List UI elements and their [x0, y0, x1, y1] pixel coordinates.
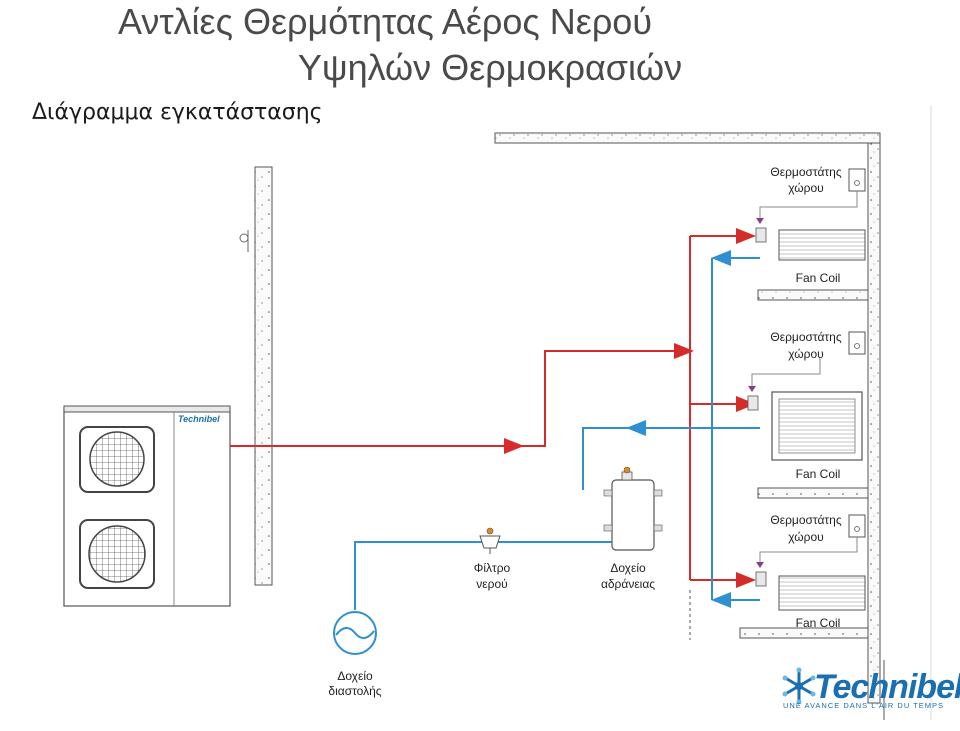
wall-bracket-icon: [239, 230, 249, 252]
expansion-vessel: [333, 611, 377, 655]
floor-slab-2: [757, 487, 869, 499]
room1-thermostat-label-2: χώρου: [788, 181, 823, 195]
room3-fan-coil-label: Fan Coil: [796, 616, 841, 630]
title-line-1: Αντλίες Θερμότητας Αέρος Νερού: [117, 1, 653, 42]
room2-thermostat-label-2: χώρου: [788, 347, 823, 361]
top-slab: [494, 132, 881, 144]
room3-thermostat-label-1: Θερμοστάτης: [770, 513, 841, 527]
filter-label-2: νερού: [476, 577, 507, 591]
floor-slab-3: [739, 627, 869, 639]
supply-pipes: [230, 228, 756, 588]
heat-pump-unit: Technibel: [63, 405, 231, 607]
fan-coil-unit-1: [778, 229, 866, 261]
thermostat-icon: [848, 331, 866, 355]
thermostat-icon: [848, 514, 866, 538]
subtitle: Διάγραμμα εγκατάστασης: [32, 100, 323, 125]
floor-slab-1: [757, 289, 869, 301]
room-3: Θερμοστάτης χώρου Fan Coil: [755, 513, 866, 630]
logo-tagline: UNE AVANCE DANS L'AIR DU TEMPS: [783, 701, 945, 710]
technibel-logo-icon: [782, 667, 816, 705]
title-line-2: Υψηλών Θερμοκρασιών: [297, 47, 683, 88]
buffer-label-1: Δοχείο: [610, 561, 646, 575]
room-2: Θερμοστάτης χώρου Fan Coil: [747, 330, 866, 481]
exterior-wall: [254, 166, 273, 586]
return-pipe-main: [354, 541, 612, 610]
fan-grille-top: [79, 426, 155, 493]
buffer-tank: [603, 466, 663, 551]
valve-icon: [756, 562, 764, 568]
room1-thermostat-label-1: Θερμοστάτης: [770, 165, 841, 179]
room1-fan-coil-label: Fan Coil: [796, 271, 841, 285]
filter-label-1: Φίλτρο: [474, 561, 511, 575]
heat-pump-brand: Technibel: [178, 414, 220, 424]
valve-icon: [748, 386, 756, 392]
valve-icon: [756, 218, 764, 224]
expansion-label-1: Δοχείο: [337, 669, 373, 683]
right-wall: [867, 142, 881, 704]
room-1: Θερμοστάτης χώρου Fan Coil: [755, 165, 866, 285]
buffer-label-2: αδράνειας: [601, 577, 655, 591]
room2-fan-coil-label: Fan Coil: [796, 467, 841, 481]
fan-coil-unit-3: [778, 575, 866, 611]
fan-grille-bottom: [79, 519, 155, 589]
thermostat-icon: [848, 168, 866, 192]
building-structure: [254, 132, 885, 720]
return-pipes: [354, 250, 760, 610]
expansion-label-2: διαστολής: [328, 684, 381, 698]
technibel-logo: Technibel: [814, 668, 960, 706]
supply-pipe-main: [230, 343, 694, 447]
water-filter-icon: [479, 527, 501, 554]
room3-thermostat-label-2: χώρου: [788, 530, 823, 544]
room2-thermostat-label-1: Θερμοστάτης: [770, 330, 841, 344]
